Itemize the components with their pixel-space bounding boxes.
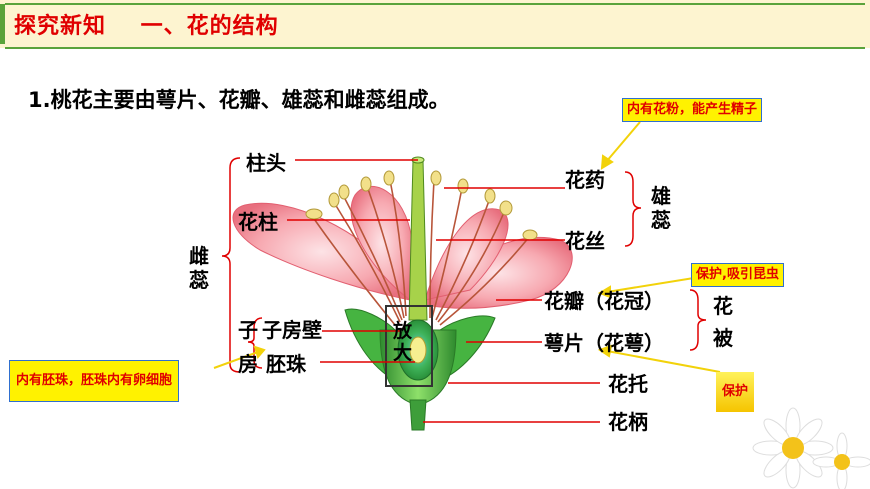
label-magnify: 放大: [393, 320, 413, 364]
petal-left: [232, 202, 411, 301]
anthers: [305, 170, 538, 241]
label-sepal: 萼片（花萼）: [544, 331, 664, 355]
label-stigma: 柱头: [246, 151, 286, 175]
label-pistil: 雌 蕊: [188, 244, 210, 292]
label-filament: 花丝: [565, 229, 605, 253]
ovule: [409, 336, 427, 364]
label-ovary-char1: 子: [238, 318, 258, 342]
subtitle: 1.桃花主要由萼片、花瓣、雄蕊和雌蕊组成。: [28, 88, 450, 112]
note-anther: 内有花粉，能产生精子: [622, 98, 763, 122]
header-bar: 探究新知 一、花的结构: [0, 0, 870, 49]
label-anther: 花药: [565, 168, 605, 192]
page-title: 探究新知 一、花的结构: [14, 14, 279, 39]
label-petal: 花瓣（花冠）: [544, 289, 664, 313]
label-ovary-char2: 房: [238, 352, 258, 376]
label-pistil-1: 雌: [189, 244, 209, 268]
magnify-box: [385, 305, 433, 387]
pedicel: [409, 399, 427, 431]
label-stamen: 雄 蕊: [650, 184, 672, 232]
label-style: 花柱: [238, 210, 278, 234]
braces: [221, 157, 707, 373]
note-sepal: 保护: [716, 372, 755, 412]
label-receptacle: 花托: [608, 372, 648, 396]
label-stamen-1: 雄: [651, 184, 671, 208]
label-pistil-2: 蕊: [189, 268, 209, 292]
header-border: [5, 3, 865, 49]
label-perianth: 花 被: [712, 294, 734, 350]
label-pedicel: 花柄: [608, 410, 648, 434]
header-accent: [0, 4, 5, 44]
label-perianth-1: 花: [713, 294, 733, 318]
daisy-decoration: [752, 407, 870, 489]
label-perianth-2: 被: [713, 326, 733, 350]
leader-lines: [287, 159, 600, 423]
arrows: [213, 121, 721, 373]
label-stamen-2: 蕊: [651, 208, 671, 232]
label-ovary-wall: 子房壁: [262, 318, 322, 342]
note-ovary: 内有胚珠，胚珠内有卵细胞: [9, 360, 180, 402]
pistil-style: [408, 159, 428, 321]
label-ovule: 胚珠: [266, 352, 306, 376]
note-petal: 保护,吸引昆虫: [691, 263, 784, 287]
